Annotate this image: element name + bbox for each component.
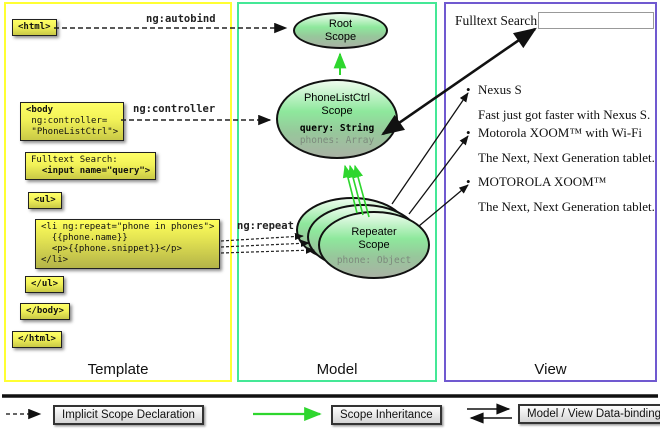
scope-title: PhoneListCtrl Scope (303, 92, 371, 117)
edge-label-ng-repeat: ng:repeat (237, 220, 294, 232)
product-title: Motorola XOOM™ with Wi-Fi (478, 125, 643, 140)
product-description: The Next, Next Generation tablet. (478, 199, 655, 214)
model-column (237, 2, 437, 382)
repeater-scope-node: Repeater Scope phone: Object (318, 211, 430, 279)
view-column-label: View (534, 361, 567, 378)
phonelistctrl-scope-node: PhoneListCtrl Scope query: String phones… (276, 79, 398, 159)
code-line: Fulltext Search: (31, 155, 118, 165)
node-body-open: <body ng:controller= "PhoneListCtrl"> (20, 102, 125, 141)
legend-model-view-data-binding: Model / View Data-binding (518, 404, 660, 424)
scope-property: phone: Object (336, 255, 412, 266)
code-line: <input name="query"> (31, 166, 151, 176)
legend-scope-inheritance: Scope Inheritance (331, 405, 442, 425)
node-ul-open: <ul> (28, 192, 62, 209)
fulltext-search-input[interactable] (538, 12, 654, 29)
code-line: <li ng:repeat="phone in phones"> (41, 222, 215, 232)
node-ul-close: </ul> (25, 276, 65, 293)
node-html-close: </html> (12, 331, 62, 348)
bullet-icon: • (466, 174, 471, 189)
scope-property: query: String (299, 123, 375, 134)
product-description: The Next, Next Generation tablet. (478, 150, 655, 165)
fulltext-search-label: Fulltext Search: (455, 13, 541, 28)
node-body-close: </body> (20, 303, 70, 320)
root-scope-node: Root Scope (293, 12, 388, 49)
product-title: MOTOROLA XOOM™ (478, 174, 607, 189)
code-line: <body (26, 105, 54, 115)
code-line: </li> (41, 255, 69, 265)
node-html-open: <html> (12, 19, 57, 36)
code-line: "PhoneListCtrl"> (26, 127, 119, 137)
scope-property: phones: Array (299, 135, 375, 146)
scope-title: Root Scope (324, 18, 357, 43)
list-item: • Motorola XOOM™ with Wi-Fi The Next, Nex… (466, 125, 655, 165)
code-line: <p>{{phone.snippet}}</p> (41, 244, 182, 254)
code-line: ng:controller= (26, 116, 108, 126)
product-title: Nexus S (478, 82, 522, 97)
bullet-icon: • (466, 125, 471, 140)
code-line: {{phone.name}} (41, 233, 128, 243)
legend-implicit-scope-declaration: Implicit Scope Declaration (53, 405, 204, 425)
template-column-label: Template (87, 361, 149, 378)
node-li-repeat: <li ng:repeat="phone in phones"> {{phone… (35, 219, 221, 269)
scope-title: Repeater Scope (351, 226, 397, 251)
list-item: • MOTOROLA XOOM™ The Next, Next Generatio… (466, 174, 655, 214)
edge-label-ng-controller: ng:controller (133, 103, 216, 115)
edge-label-ng-autobind: ng:autobind (146, 13, 216, 25)
legend-binding-arrows-icon (467, 403, 512, 424)
bullet-icon: • (466, 82, 471, 97)
model-column-label: Model (316, 361, 358, 378)
product-description: Fast just got faster with Nexus S. (478, 107, 651, 122)
node-fulltext-search: Fulltext Search: <input name="query"> (25, 152, 157, 180)
list-item: • Nexus S Fast just got faster with Nexus… (466, 82, 650, 122)
